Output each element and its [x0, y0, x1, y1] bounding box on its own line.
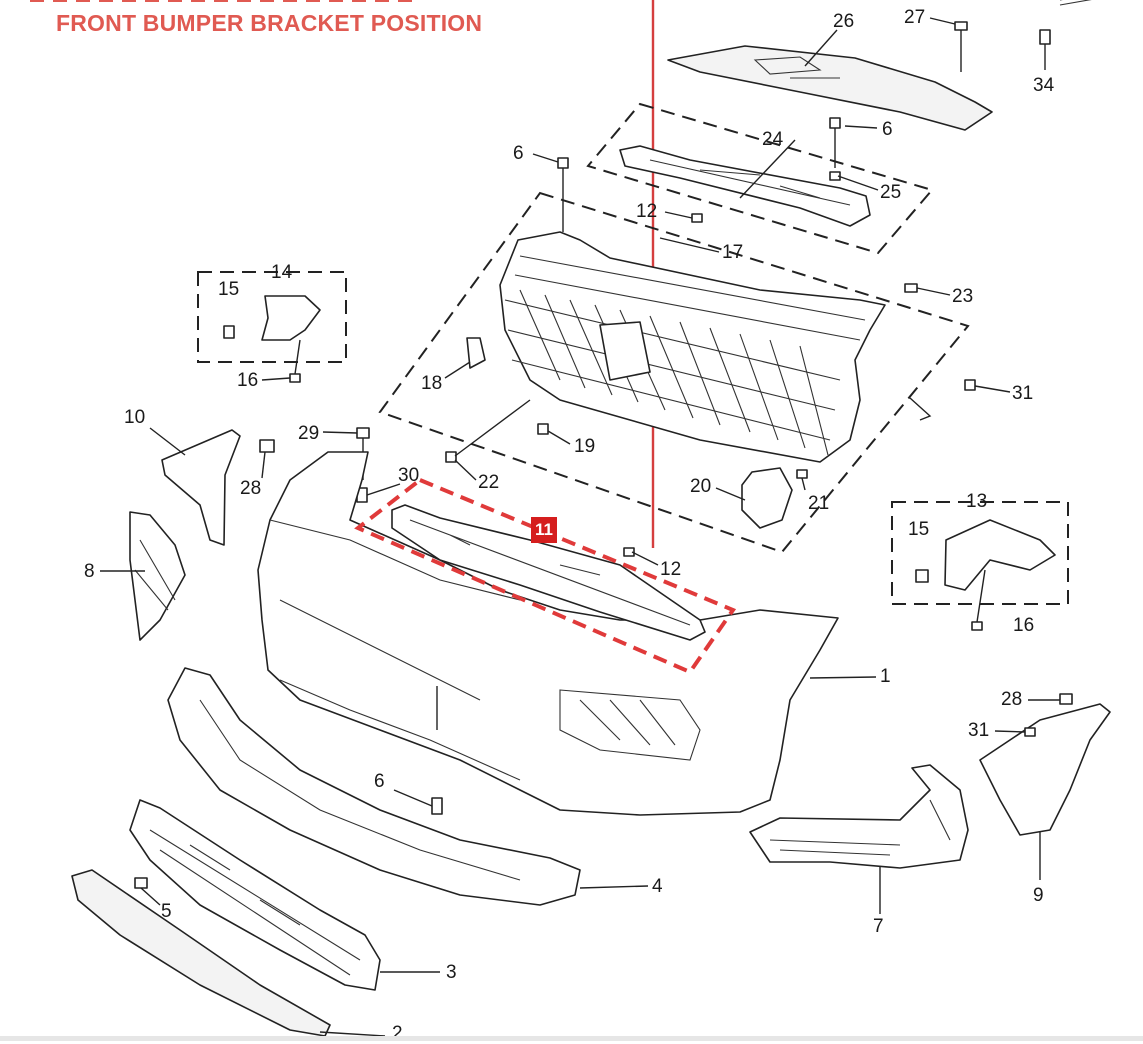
- upper-cover-part: [667, 45, 993, 131]
- assembly-box-13: [891, 501, 1069, 605]
- clip-22: [445, 451, 457, 463]
- callout-24: 24: [762, 129, 784, 150]
- bolt-6a: [557, 157, 569, 169]
- callout-15-right: 15: [908, 519, 930, 540]
- fastener-27-34: [954, 0, 1092, 72]
- diagram-title: FRONT BUMPER BRACKET POSITION: [56, 10, 483, 36]
- callout-21: 21: [808, 493, 830, 514]
- callout-31-right: 31: [968, 720, 990, 741]
- callout-22: 22: [478, 472, 500, 493]
- clip-15a: [223, 325, 235, 339]
- callout-28-right: 28: [1001, 689, 1023, 710]
- bottom-edge: [0, 1036, 1143, 1041]
- reinforcement-bracket-part: [619, 145, 871, 227]
- bracket-18: [466, 337, 486, 369]
- grille-part: [499, 231, 886, 463]
- side-bracket-9: [979, 703, 1111, 836]
- assembly-box-17: [378, 191, 970, 554]
- clip-31b: [1024, 727, 1036, 737]
- callout-3: 3: [446, 962, 457, 983]
- callout-23: 23: [952, 286, 974, 307]
- callout-28-left: 28: [240, 478, 262, 499]
- side-bracket-8: [129, 511, 186, 641]
- callout-29: 29: [298, 423, 320, 444]
- clip-28a: [259, 439, 275, 453]
- callout-9: 9: [1033, 885, 1044, 906]
- callout-leaders: [100, 17, 1060, 1037]
- callout-4: 4: [652, 876, 663, 897]
- clip-29: [356, 427, 370, 439]
- clip-25: [829, 171, 841, 181]
- callout-27: 27: [904, 7, 926, 28]
- highlight-badge-11: 11: [531, 517, 557, 543]
- callout-26: 26: [833, 11, 855, 32]
- callout-2: 2: [392, 1023, 403, 1044]
- callout-8: 8: [84, 561, 95, 582]
- callout-14: 14: [271, 262, 293, 283]
- callout-19: 19: [574, 436, 596, 457]
- callout-34: 34: [1033, 75, 1055, 96]
- callout-6-top: 6: [513, 143, 524, 164]
- callout-13: 13: [966, 491, 988, 512]
- bumper-cover-part: [257, 451, 839, 816]
- callout-30: 30: [398, 465, 420, 486]
- callout-12-top: 12: [636, 201, 658, 222]
- callout-1: 1: [880, 666, 891, 687]
- front-bumper-bracket-11: [391, 504, 706, 641]
- callout-16-right: 16: [1013, 615, 1035, 636]
- screw-16a: [289, 373, 301, 383]
- clip-12a: [691, 213, 703, 223]
- clip-31a: [964, 379, 976, 391]
- callout-7: 7: [873, 916, 884, 937]
- callout-6-right: 6: [882, 119, 893, 140]
- lower-trim-4: [167, 667, 581, 906]
- highlight-box-11: [354, 477, 737, 675]
- fog-bezel-7: [749, 764, 969, 869]
- bolt-6c: [431, 797, 443, 815]
- plate-20: [741, 467, 793, 529]
- callout-16-left: 16: [237, 370, 259, 391]
- screw-16b: [971, 621, 983, 631]
- bracket-13: [944, 519, 1056, 591]
- callout-25: 25: [880, 182, 902, 203]
- callout-6-bottom: 6: [374, 771, 385, 792]
- cropped-title-fragment: [30, 0, 500, 2]
- clip-5: [134, 877, 148, 889]
- clip-15b: [915, 569, 929, 583]
- callout-12-mid: 12: [660, 559, 682, 580]
- callout-10: 10: [124, 407, 146, 428]
- callout-20: 20: [690, 476, 712, 497]
- callout-15-left: 15: [218, 279, 240, 300]
- callout-17: 17: [722, 242, 744, 263]
- clip-23: [904, 283, 918, 293]
- callout-5: 5: [161, 901, 172, 922]
- clip-12b: [623, 547, 635, 557]
- assembly-box-14: [197, 271, 347, 363]
- clip-19: [537, 423, 549, 435]
- clip-28b: [1059, 693, 1073, 705]
- lower-grille-3: [129, 799, 381, 991]
- callout-18: 18: [421, 373, 443, 394]
- bolt-6b: [829, 117, 841, 129]
- screw-21: [796, 469, 808, 479]
- bracket-14: [261, 295, 321, 341]
- side-bracket-10: [161, 429, 241, 546]
- callout-31-top: 31: [1012, 383, 1034, 404]
